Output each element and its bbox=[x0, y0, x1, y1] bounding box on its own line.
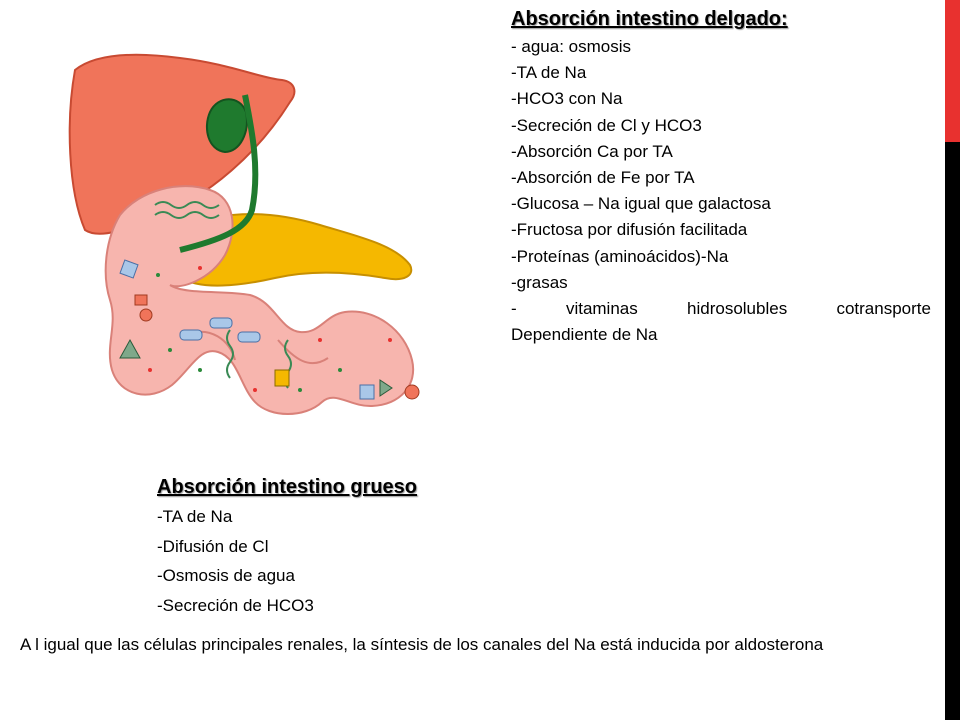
small-intestine-heading: Absorción intestino delgado: bbox=[511, 8, 931, 30]
list-item: -HCO3 con Na bbox=[511, 89, 623, 109]
digestive-organs-illustration bbox=[68, 53, 420, 415]
list-item: -Absorción Ca por TA bbox=[511, 141, 673, 161]
list-item: -Absorción de Fe por TA bbox=[511, 168, 695, 188]
liver bbox=[68, 53, 296, 235]
small-intestine-list: - agua: osmosis -TA de Na -HCO3 con Na -… bbox=[511, 34, 931, 348]
list-item: -TA de Na bbox=[511, 63, 587, 83]
list-item: -Osmosis de agua bbox=[157, 566, 295, 585]
list-item-vitamins-cont: Dependiente de Na bbox=[511, 325, 658, 345]
accent-bar-red bbox=[945, 0, 960, 142]
vitamins-word: - bbox=[511, 299, 517, 319]
list-item: -TA de Na bbox=[157, 507, 233, 526]
large-intestine-list: -TA de Na -Difusión de Cl -Osmosis de ag… bbox=[157, 502, 557, 620]
aldosterone-note: A l igual que las células principales re… bbox=[20, 635, 824, 654]
accent-bar-black bbox=[945, 142, 960, 720]
large-intestine-title: Absorción intestino grueso bbox=[157, 476, 418, 498]
bile-duct bbox=[179, 94, 259, 253]
list-item: -Proteínas (aminoácidos)-Na bbox=[511, 246, 729, 266]
small-intestine-section: Absorción intestino delgado: - agua: osm… bbox=[511, 8, 931, 348]
small-intestine-title: Absorción intestino delgado bbox=[511, 8, 782, 30]
list-item: -Difusión de Cl bbox=[157, 536, 269, 556]
vitamins-word: hidrosolubles bbox=[687, 299, 788, 319]
list-item: -Secreción de HCO3 bbox=[157, 595, 314, 615]
vitamins-word: vitaminas bbox=[565, 299, 638, 319]
large-intestine-section: Absorción intestino grueso -TA de Na -Di… bbox=[157, 476, 557, 620]
list-item: -grasas bbox=[511, 272, 568, 292]
gallbladder bbox=[206, 98, 248, 154]
small-intestine-title-suffix: : bbox=[781, 8, 788, 30]
list-item: - agua: osmosis bbox=[511, 37, 631, 56]
vitamins-word: cotransporte bbox=[836, 299, 931, 319]
list-item: -Glucosa – Na igual que galactosa bbox=[511, 194, 771, 214]
list-item: -Secreción de Cl y HCO3 bbox=[511, 115, 702, 135]
list-item: -Fructosa por difusión facilitada bbox=[511, 220, 748, 240]
list-item-vitamins: - vitaminas hidrosolubles cotransporte bbox=[511, 296, 931, 322]
small-intestine bbox=[104, 185, 415, 415]
